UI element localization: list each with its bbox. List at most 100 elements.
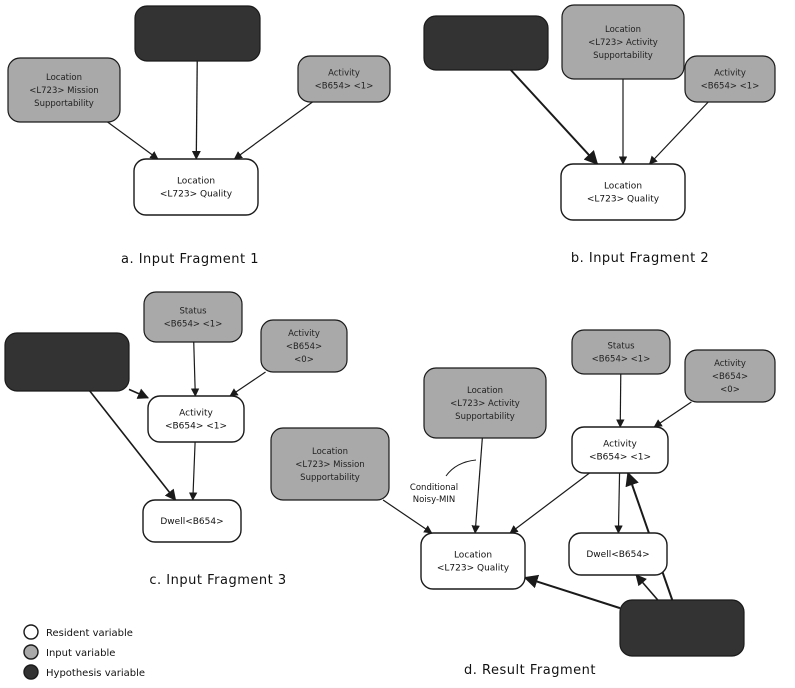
node-label-line: <B654> <1> xyxy=(164,320,223,330)
input-legend-swatch xyxy=(23,644,39,660)
node-label-line: Supportability xyxy=(593,51,653,61)
edge-a-mission-to-quality xyxy=(107,121,159,160)
node-label-line: <L723> Activity xyxy=(588,38,658,48)
node-label-line: <L723> Quality xyxy=(437,564,510,574)
input-node-shape xyxy=(7,57,121,123)
input-node-shape xyxy=(143,291,243,343)
resident-node-shape xyxy=(568,532,668,576)
node-c-activity1: Activity<B654> <1> xyxy=(147,395,245,443)
node-label-line: Location xyxy=(177,177,215,187)
edge-d-activity1-to-dwell xyxy=(614,472,623,534)
edge-d-activity_supp-to-quality xyxy=(471,437,483,534)
resident-node-shape xyxy=(571,426,669,474)
input-node-shape xyxy=(571,329,671,375)
annotation-leader xyxy=(445,459,477,477)
edge-d-hyp-to-dwell xyxy=(635,574,659,601)
edge-a-hyp-to-quality xyxy=(191,60,201,160)
node-c-hyp xyxy=(4,332,130,392)
node-label-line: <B654> <1> xyxy=(701,82,760,92)
node-label-line: Status xyxy=(607,342,635,352)
edge-b-hyp-to-quality xyxy=(510,69,599,166)
node-label-line: <B654> <1> xyxy=(592,355,651,365)
caption-fragment-b: b. Input Fragment 2 xyxy=(571,251,709,266)
resident-node-shape xyxy=(142,499,242,543)
node-label-line: Location xyxy=(467,386,503,396)
node-b-activity: Activity<B654> <1> xyxy=(684,55,776,103)
input-node-shape xyxy=(684,55,776,103)
edge-c-hyp-to-dwell xyxy=(89,390,177,501)
node-label-line: <L723> Mission xyxy=(295,460,364,470)
node-a-activity: Activity<B654> <1> xyxy=(297,55,391,103)
node-label-line: Dwell<B654> xyxy=(586,550,649,560)
node-label-line: Supportability xyxy=(300,473,360,483)
node-a-quality: Location <L723> Quality xyxy=(133,158,259,216)
legend-label: Resident variable xyxy=(46,628,133,639)
input-node-shape xyxy=(297,55,391,103)
annotation-text: Conditional xyxy=(410,483,458,493)
node-d-hyp xyxy=(619,599,745,657)
annotation-text: Noisy-MIN xyxy=(413,495,456,505)
legend-item-input: Input variable xyxy=(23,644,115,660)
node-b-hyp xyxy=(423,15,549,71)
node-c-status: Status<B654> <1> xyxy=(143,291,243,343)
caption-fragment-c: c. Input Fragment 3 xyxy=(149,573,286,588)
node-label-line: <B654> xyxy=(712,372,748,382)
node-d-activity0: Activity<B654><0> xyxy=(684,349,776,403)
input-node-shape xyxy=(684,349,776,403)
hypothesis-node-shape xyxy=(4,332,130,392)
input-node-shape xyxy=(423,367,547,439)
input-node-shape xyxy=(270,427,390,501)
edge-c-activity0-to-activity1 xyxy=(229,371,266,397)
node-label-line: <B654> <1> xyxy=(589,453,651,463)
hypothesis-node-shape xyxy=(619,599,745,657)
node-label-line: Location xyxy=(46,73,82,83)
edge-c-hyp-to-activity1 xyxy=(128,388,150,399)
legend-item-resident: Resident variable xyxy=(23,624,133,640)
resident-node-shape xyxy=(133,158,259,216)
edge-d-activity1-to-quality xyxy=(509,472,590,534)
edge-d-status-to-activity1 xyxy=(616,373,625,428)
edge-c-activity1-to-dwell xyxy=(188,441,198,501)
hypothesis-node-shape xyxy=(423,15,549,71)
node-label-line: <L723> Quality xyxy=(587,195,660,205)
node-label-line: Location xyxy=(605,25,641,35)
edge-b-activity-to-quality xyxy=(648,101,709,165)
node-label-line: Location xyxy=(604,182,642,192)
node-label-line: Supportability xyxy=(34,99,94,109)
node-label-line: <L723> Activity xyxy=(450,399,520,409)
node-label-line: Activity xyxy=(179,409,213,419)
resident-node-shape xyxy=(560,163,686,221)
edge-d-mission-to-quality xyxy=(382,499,433,534)
legend-label: Hypothesis variable xyxy=(46,668,145,679)
node-b-quality: Location <L723> Quality xyxy=(560,163,686,221)
input-node-shape xyxy=(561,4,685,80)
node-label-line: <L723> Mission xyxy=(29,86,98,96)
node-label-line: Location xyxy=(454,551,492,561)
node-a-hyp xyxy=(134,5,261,62)
edges-layer xyxy=(89,60,709,610)
input-node-shape xyxy=(260,319,348,373)
node-label-line: Activity xyxy=(288,329,320,339)
node-label-line: <B654> xyxy=(286,342,322,352)
caption-fragment-a: a. Input Fragment 1 xyxy=(121,252,259,267)
node-label-line: <0> xyxy=(720,385,740,395)
edge-c-status-to-activity1 xyxy=(190,341,200,397)
node-label-line: Location xyxy=(312,447,348,457)
legend-label: Input variable xyxy=(46,648,115,659)
node-d-activity1: Activity<B654> <1> xyxy=(571,426,669,474)
node-label-line: <B654> <1> xyxy=(315,82,374,92)
node-label-line: <0> xyxy=(294,355,314,365)
node-label-line: <L723> Quality xyxy=(160,190,233,200)
node-c-dwell: Dwell<B654> xyxy=(142,499,242,543)
resident-node-shape xyxy=(420,532,526,590)
legend-item-hypothesis: Hypothesis variable xyxy=(23,664,145,680)
